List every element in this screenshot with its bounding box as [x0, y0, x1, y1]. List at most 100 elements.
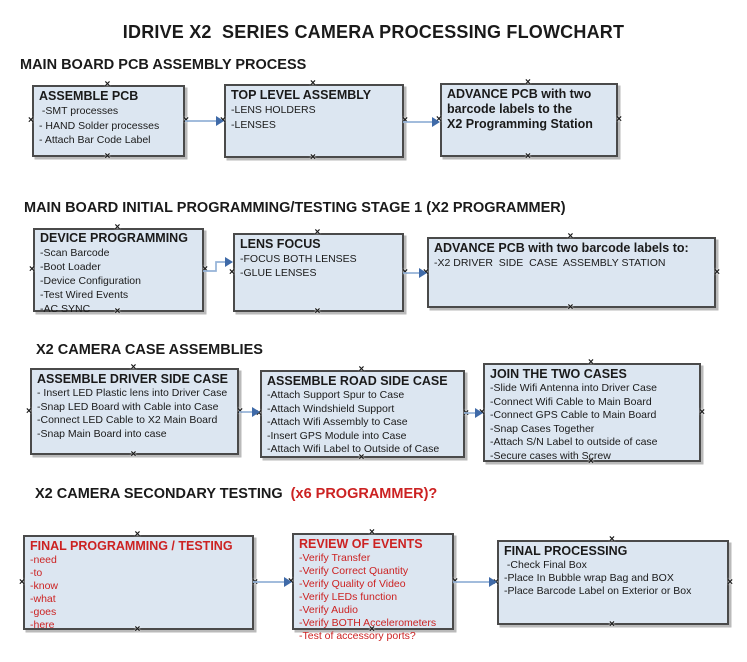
box-items: -Check Final Box-Place In Bubble wrap Ba…	[504, 559, 722, 598]
flow-arrow-elbow-icon	[203, 257, 233, 272]
box-item: -what	[30, 593, 56, 605]
box-item: -Slide Wifi Antenna into Driver Case	[490, 382, 657, 394]
box-lens-focus: LENS FOCUS -FOCUS BOTH LENSES -GLUE LENSE…	[229, 228, 408, 317]
box-title: TOP LEVEL ASSEMBLY	[231, 88, 372, 102]
box-item: -Connect GPS Cable to Main Board	[490, 409, 657, 421]
page-title: IDRIVE X2 SERIES CAMERA PROCESSING FLOWC…	[122, 22, 625, 42]
box-item: -Boot Loader	[40, 261, 101, 273]
box-title: ADVANCE PCB with two barcode labels to t…	[447, 87, 593, 131]
box-item: -Connect LED Cable to X2 Main Board	[37, 414, 218, 426]
box-item: -Place In Bubble wrap Bag and BOX	[504, 572, 674, 584]
box-items: -Verify Transfer-Verify Correct Quantity…	[299, 552, 447, 643]
section-heading-initial-programming: MAIN BOARD INITIAL PROGRAMMING/TESTING S…	[24, 200, 566, 216]
box-join-the-two-cases: JOIN THE TWO CASES -Slide Wifi Antenna i…	[479, 358, 705, 467]
flow-arrow-icon	[239, 407, 260, 417]
box-item: -to	[30, 567, 43, 579]
box-item: -AC SYNC	[40, 303, 91, 315]
flow-arrow-icon	[403, 117, 440, 127]
section-heading-text: MAIN BOARD PCB ASSEMBLY PROCESS	[20, 57, 307, 73]
section-heading-text: MAIN BOARD INITIAL PROGRAMMING/TESTING S…	[24, 200, 566, 216]
box-item: -Connect Wifi Cable to Main Board	[490, 395, 652, 408]
box-item: -Check Final Box	[504, 559, 587, 571]
flow-arrow-icon	[253, 577, 292, 587]
box-title: REVIEW OF EVENTS	[299, 537, 423, 551]
section-heading-red-text: (x6 PROGRAMMER)?	[290, 486, 438, 502]
box-item: -Verify Quality of Video	[299, 578, 406, 590]
flow-arrow-icon	[403, 268, 427, 278]
box-items: -Scan Barcode-Boot Loader-Device Configu…	[40, 246, 197, 316]
box-item: -Attach Wifi Label to Outside of Case	[267, 443, 440, 455]
section-heading-text: X2 CAMERA SECONDARY TESTING	[35, 486, 291, 502]
box-item: -here	[30, 619, 55, 631]
box-items: -SMT processes- HAND Solder processes- A…	[39, 104, 178, 148]
box-item: -Snap LED Board with Cable into Case	[37, 400, 219, 413]
box-item: -LENS HOLDERS	[231, 104, 316, 116]
box-items: - Insert LED Plastic lens into Driver Ca…	[37, 387, 232, 441]
box-top-level-assembly: TOP LEVEL ASSEMBLY -LENS HOLDERS-LENSES …	[220, 79, 408, 163]
box-title: DEVICE PROGRAMMING	[40, 231, 188, 245]
flow-arrow-icon	[185, 116, 224, 126]
box-item: -Verify Transfer	[299, 552, 371, 564]
section-heading-pcb-assembly: MAIN BOARD PCB ASSEMBLY PROCESS	[20, 57, 306, 73]
section-heading-case-assemblies: X2 CAMERA CASE ASSEMBLIES	[36, 342, 263, 358]
box-item: -know	[30, 580, 59, 592]
box-title: ASSEMBLE PCB	[39, 89, 139, 103]
box-item: -FOCUS BOTH LENSES	[240, 253, 357, 265]
box-item: -goes	[30, 606, 57, 618]
box-item: -need	[30, 554, 57, 566]
box-item: -Snap Cases Together	[490, 422, 595, 435]
box-item: -SMT processes	[39, 105, 119, 117]
box-item: -X2 DRIVER SIDE CASE ASSEMBLY STATION	[434, 257, 666, 269]
anchor-x-icon: ×	[609, 619, 615, 630]
box-item: -Place Barcode Label on Exterior or Box	[504, 585, 692, 597]
box-title: ASSEMBLE ROAD SIDE CASE	[267, 374, 448, 388]
anchor-x-icon: ×	[714, 266, 720, 278]
box-items: -Slide Wifi Antenna into Driver Case-Con…	[490, 382, 694, 463]
section-heading-text: X2 CAMERA CASE ASSEMBLIES	[36, 342, 263, 358]
anchor-x-icon: ×	[314, 306, 321, 317]
box-items: -X2 DRIVER SIDE CASE ASSEMBLY STATION	[434, 256, 709, 270]
box-device-programming: DEVICE PROGRAMMING -Scan Barcode -Boot Lo…	[29, 223, 208, 317]
box-item: -Verify Correct Quantity	[299, 565, 409, 577]
box-item: - HAND Solder processes	[39, 119, 160, 132]
box-assemble-driver-side-case: ASSEMBLE DRIVER SIDE CASE - Insert LED P…	[26, 363, 243, 460]
box-item: -Scan Barcode	[40, 247, 110, 259]
box-items: -FOCUS BOTH LENSES -GLUE LENSES	[240, 252, 397, 280]
anchor-x-icon: ×	[616, 114, 622, 125]
anchor-x-icon: ×	[29, 264, 35, 275]
box-title: ADVANCE PCB with two barcode labels to:	[434, 241, 689, 255]
box-item: -LENSES	[231, 118, 276, 131]
box-advance-pcb-driver-side-station: ADVANCE PCB with two barcode labels to: …	[423, 232, 720, 313]
box-title: JOIN THE TWO CASES	[490, 367, 627, 381]
box-assemble-pcb: ASSEMBLE PCB -SMT processes - HAND Solder…	[28, 80, 189, 162]
box-title: ASSEMBLE DRIVER SIDE CASE	[37, 372, 229, 386]
box-items: -Attach Support Spur to Case-Attach Wind…	[267, 389, 458, 457]
box-items: -LENS HOLDERS -LENSES	[231, 103, 397, 132]
anchor-x-icon: ×	[567, 302, 574, 313]
box-title: FINAL PROGRAMMING / TESTING	[30, 539, 233, 553]
anchor-x-icon: ×	[727, 576, 733, 588]
section-heading-secondary-testing: X2 CAMERA SECONDARY TESTING (x6 PROGRAMM…	[35, 486, 437, 502]
box-item: -Verify LEDs function	[299, 591, 398, 603]
box-item: -Attach Windshield Support	[267, 402, 395, 415]
anchor-x-icon: ×	[130, 449, 137, 460]
box-item: -GLUE LENSES	[240, 267, 317, 279]
anchor-x-icon: ×	[104, 151, 111, 162]
anchor-x-icon: ×	[19, 576, 25, 588]
box-item: -Secure cases with Screw	[490, 449, 611, 462]
box-item: -Insert GPS Module into Case	[267, 429, 407, 442]
box-final-processing: FINAL PROCESSING -Check Final Box-Place …	[493, 535, 733, 630]
flow-arrow-icon	[453, 577, 497, 587]
box-review-of-events: REVIEW OF EVENTS -Verify Transfer-Verify…	[288, 528, 458, 643]
box-item: -Attach S/N Label to outside of case	[490, 436, 658, 448]
box-item: -Attach Wifi Assembly to Case	[267, 416, 408, 428]
box-title: FINAL PROCESSING	[504, 544, 628, 558]
box-title: LENS FOCUS	[240, 237, 321, 251]
box-item: - Insert LED Plastic lens into Driver Ca…	[37, 387, 228, 399]
anchor-x-icon: ×	[699, 406, 705, 418]
box-final-programming-testing: FINAL PROGRAMMING / TESTING -need-to-kno…	[19, 530, 258, 635]
box-items: -need-to-know-what-goes-here	[30, 554, 247, 632]
box-item: -Verify BOTH Accelerometers	[299, 617, 437, 629]
box-item: -Attach Support Spur to Case	[267, 389, 405, 401]
